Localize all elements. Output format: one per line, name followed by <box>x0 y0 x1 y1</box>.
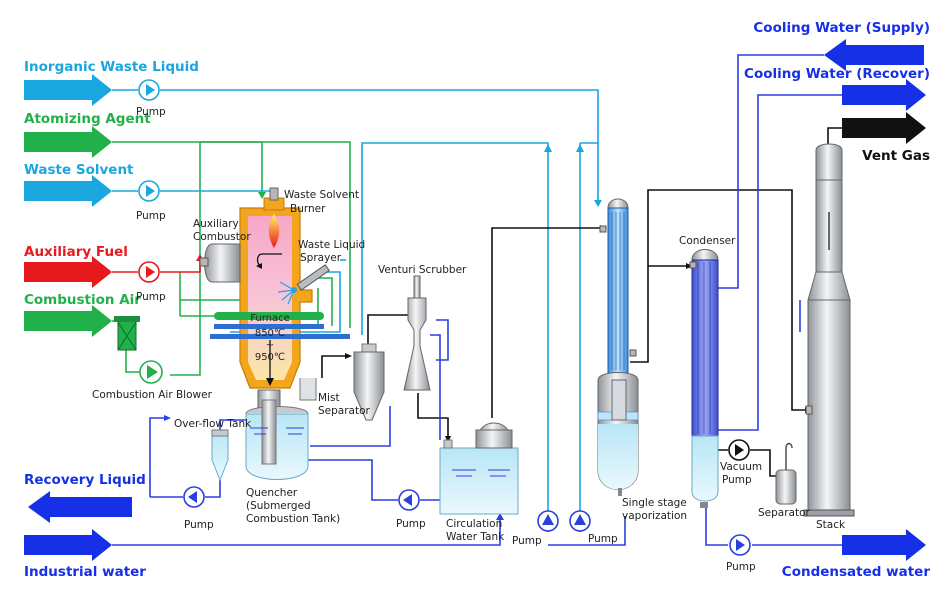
cooling-water-recover-label: Cooling Water (Recover) <box>744 66 930 82</box>
combustion-air-arrow <box>24 305 112 337</box>
inorganic-waste-liquid-arrow <box>24 74 112 106</box>
pump-label-auxiliary-fuel: Pump <box>136 291 166 303</box>
pump-label-circulation: Pump <box>396 518 426 530</box>
single-stage-vaporization-label-2: vaporization <box>622 510 687 522</box>
equipment-labels: Pump Pump Pump Pump Pump Pump Pump Pump … <box>92 106 846 573</box>
waste-liquid-sprayer-label-2: Sprayer <box>300 252 342 264</box>
circulation-water-tank-label-2: Water Tank <box>446 531 505 543</box>
pump-waste-solvent <box>138 180 160 202</box>
auxiliary-combustor-label-2: Combustor <box>193 231 251 243</box>
waste-solvent-burner-label-2: Burner <box>290 203 326 215</box>
quencher-label-2: (Submerged <box>246 500 311 512</box>
overflow-tank-label: Over-flow Tank <box>174 418 252 430</box>
separator-label: Separator <box>758 507 811 519</box>
cooling-water-recover-arrow <box>842 79 926 111</box>
single-stage-evaporator <box>597 198 639 496</box>
pump-label-recovery: Pump <box>184 519 214 531</box>
industrial-water-label: Industrial water <box>24 564 146 580</box>
venturi-scrubber-label: Venturi Scrubber <box>378 264 467 276</box>
overflow-tank <box>211 429 229 482</box>
recovery-liquid-label: Recovery Liquid <box>24 472 146 488</box>
inorganic-waste-liquid-label: Inorganic Waste Liquid <box>24 59 199 75</box>
circulation-water-tank-label-1: Circulation <box>446 518 502 530</box>
vacuum-pump-symbol <box>728 439 750 461</box>
atomizing-agent-arrow <box>24 126 112 158</box>
vacuum-pump-label-2: Pump <box>722 474 752 486</box>
quencher-tank <box>245 378 317 480</box>
condenser-label: Condenser <box>679 235 736 247</box>
pump-label-industrial-1: Pump <box>512 535 542 547</box>
waste-solvent-label: Waste Solvent <box>24 162 134 178</box>
pump-auxiliary-fuel <box>138 261 160 283</box>
industrial-water-arrow <box>24 529 112 561</box>
cooling-water-supply-label: Cooling Water (Supply) <box>753 20 930 36</box>
auxiliary-combustor <box>199 243 241 283</box>
mist-separator <box>353 343 385 421</box>
vent-gas-arrow <box>842 112 926 144</box>
vent-gas-label: Vent Gas <box>862 148 930 164</box>
cooling-water-supply-arrow <box>824 39 924 71</box>
pump-label-industrial-2: Pump <box>588 533 618 545</box>
pump-label-condensate: Pump <box>726 561 756 573</box>
air-filter <box>114 316 140 351</box>
mist-separator-label-1: Mist <box>318 392 340 404</box>
circulation-water-tank <box>439 422 519 515</box>
auxiliary-fuel-label: Auxiliary Fuel <box>24 244 128 260</box>
stack <box>803 143 855 517</box>
waste-liquid-sprayer-label-1: Waste Liquid <box>298 239 365 251</box>
combustion-air-blower-label: Combustion Air Blower <box>92 389 213 401</box>
condensated-water-label: Condensated water <box>782 564 931 580</box>
pump-label-inorganic: Pump <box>136 106 166 118</box>
furnace-cooling-rings <box>210 312 350 339</box>
quencher-label-1: Quencher <box>246 487 298 499</box>
condenser <box>689 249 719 508</box>
auxiliary-fuel-arrow <box>24 256 112 288</box>
furnace-temp-high: 850℃ <box>255 328 285 339</box>
mist-separator-label-2: Separator <box>318 405 371 417</box>
vacuum-pump-label-1: Vacuum <box>720 461 762 473</box>
incinerator-furnace <box>199 187 350 389</box>
auxiliary-combustor-label-1: Auxiliary <box>193 218 239 230</box>
condensated-water-arrow <box>842 529 926 561</box>
pump-condensate <box>729 534 751 556</box>
venturi-scrubber <box>403 275 431 391</box>
waste-solvent-arrow <box>24 175 112 207</box>
atomizing-agent-label: Atomizing Agent <box>24 111 151 127</box>
combustion-air-blower <box>139 360 163 384</box>
furnace-temp-tilde: ~ <box>266 340 274 351</box>
pump-recovery <box>183 486 205 508</box>
pump-industrial-1 <box>537 510 559 532</box>
pump-industrial-2 <box>569 510 591 532</box>
quencher-label-3: Combustion Tank) <box>246 513 340 525</box>
recovery-liquid-arrow <box>28 491 132 523</box>
waste-solvent-burner-label-1: Waste Solvent <box>284 189 359 201</box>
waste-liquid-sprayer <box>277 264 330 305</box>
pump-inorganic <box>138 79 160 101</box>
pipe-network <box>112 54 842 546</box>
single-stage-vaporization-label-1: Single stage <box>622 497 687 509</box>
combustion-air-label: Combustion Air <box>24 292 141 308</box>
pump-circulation <box>398 489 420 511</box>
vacuum-separator <box>775 442 797 505</box>
furnace-label: Furnace <box>250 313 290 324</box>
furnace-temp-low: 950℃ <box>255 352 285 363</box>
pump-label-waste-solvent: Pump <box>136 210 166 222</box>
stack-label: Stack <box>816 519 846 531</box>
